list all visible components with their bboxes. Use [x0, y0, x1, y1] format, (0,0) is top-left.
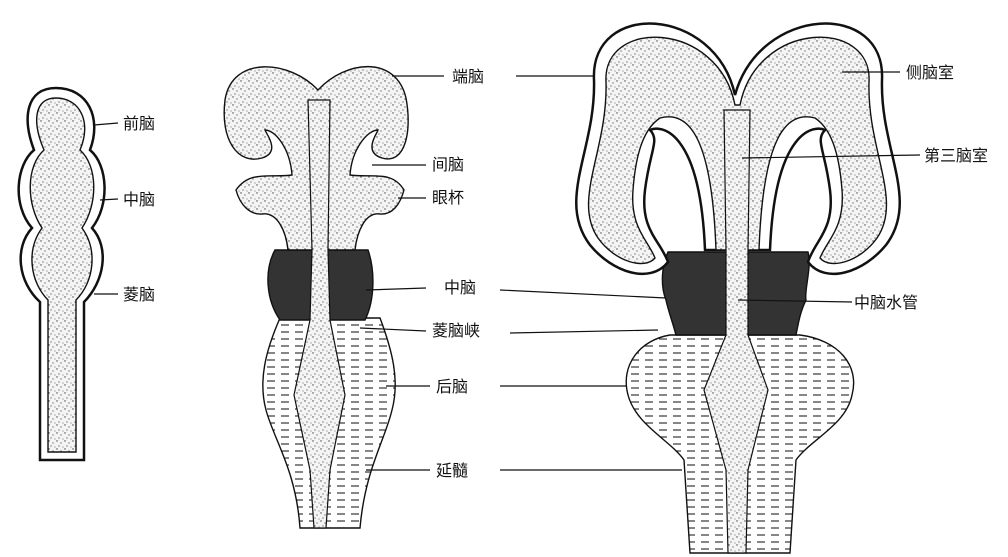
label-aqueduct: 中脑水管 — [854, 293, 918, 312]
leader-forebrain — [94, 123, 118, 125]
label-isthmus: 菱脑峡 — [432, 321, 480, 340]
label-rhombencephalon: 菱脑 — [123, 285, 155, 304]
label-diencephalon: 间脑 — [432, 155, 464, 174]
label-metencephalon: 后脑 — [436, 377, 468, 396]
stage-b-brain-vesicles: 端脑 间脑 眼杯 中脑 菱脑峡 后脑 延髓 — [224, 67, 484, 528]
label-forebrain: 前脑 — [123, 114, 155, 133]
stage-c-brain: 侧脑室 第三脑室 中脑水管 — [576, 24, 988, 553]
leader-isthmus-c — [510, 330, 658, 333]
label-optic-cup: 眼杯 — [432, 188, 464, 207]
label-telencephalon: 端脑 — [452, 67, 484, 86]
leader-midbrain-b — [366, 288, 426, 290]
label-midbrain-a: 中脑 — [123, 190, 155, 209]
label-third-ventricle: 第三脑室 — [924, 146, 988, 165]
stage-a-neural-tube: 前脑 中脑 菱脑 — [19, 88, 155, 460]
label-lateral-ventricle: 侧脑室 — [906, 63, 954, 82]
leader-midbrain-c — [500, 290, 666, 298]
label-medulla: 延髓 — [436, 461, 468, 480]
label-midbrain-b: 中脑 — [444, 278, 476, 297]
